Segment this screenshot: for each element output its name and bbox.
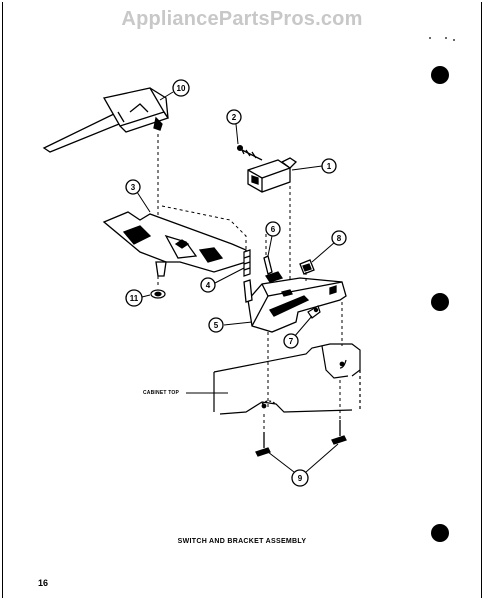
binder-hole-top — [431, 66, 449, 84]
callout-9-label: 9 — [298, 474, 303, 483]
cabinet-top-label: CABINET TOP — [143, 390, 179, 396]
left-border — [2, 2, 3, 598]
callout-3: 3 — [125, 179, 141, 195]
callout-10-label: 10 — [177, 84, 186, 93]
callout-8: 8 — [331, 230, 347, 246]
part-mount-screws — [255, 420, 347, 457]
callout-5: 5 — [208, 317, 224, 333]
callout-11: 11 — [125, 289, 143, 307]
callout-6: 6 — [265, 221, 281, 237]
part-screw — [236, 144, 263, 161]
part-actuator — [263, 255, 284, 283]
callout-leaders — [136, 91, 339, 473]
callout-9: 9 — [291, 469, 309, 487]
callout-4: 4 — [200, 277, 216, 293]
cabinet-top — [213, 343, 361, 415]
part-main-bracket — [243, 277, 347, 333]
callouts: 10 2 1 3 6 8 4 — [125, 79, 347, 487]
assembly-lines — [157, 134, 343, 432]
binder-hole-bottom — [431, 524, 449, 542]
part-clip — [299, 259, 315, 275]
callout-7-label: 7 — [289, 337, 294, 346]
part-spring — [243, 249, 251, 277]
callout-1-label: 1 — [327, 162, 332, 171]
right-border — [481, 2, 482, 598]
callout-5-label: 5 — [214, 321, 219, 330]
binder-hole-middle — [431, 293, 449, 311]
part-switch — [247, 157, 298, 193]
callout-1: 1 — [321, 158, 337, 174]
callout-6-label: 6 — [271, 225, 276, 234]
callout-8-label: 8 — [337, 234, 342, 243]
callout-11-label: 11 — [130, 294, 139, 303]
callout-2-label: 2 — [232, 113, 237, 122]
watermark: AppliancePartsPros.com — [121, 8, 363, 30]
part-washer — [150, 289, 166, 299]
diagram-caption: SWITCH AND BRACKET ASSEMBLY — [177, 538, 307, 545]
callout-7: 7 — [283, 333, 299, 349]
page-number: 16 — [38, 578, 49, 588]
callout-10: 10 — [172, 79, 190, 97]
part-small-screw — [307, 305, 321, 319]
specks — [429, 37, 455, 41]
callout-3-label: 3 — [131, 183, 136, 192]
callout-4-label: 4 — [206, 281, 211, 290]
part-cam-bracket — [102, 211, 247, 277]
part-lever — [42, 87, 170, 153]
callout-2: 2 — [226, 109, 242, 125]
